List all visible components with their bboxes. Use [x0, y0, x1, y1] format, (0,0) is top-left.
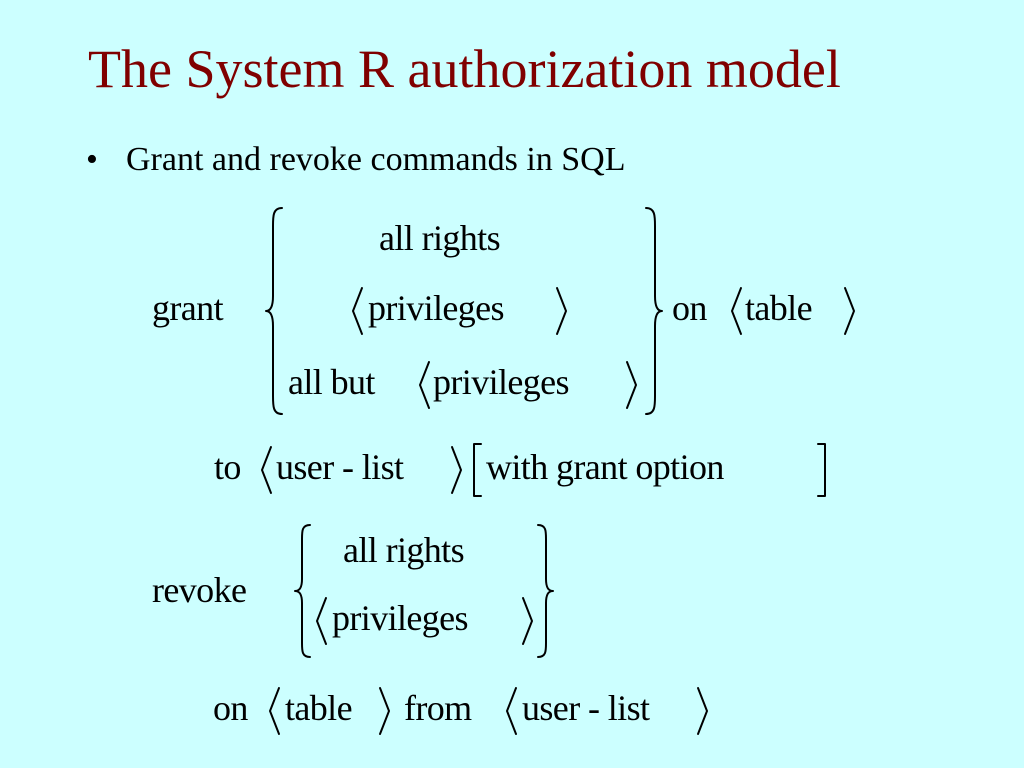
right-angle-bracket [697, 687, 708, 735]
left-angle-bracket [269, 687, 280, 735]
grant-option-all-but: all but [288, 362, 375, 402]
grant-keyword: grant [152, 288, 224, 328]
left-angle-bracket [352, 287, 363, 335]
revoke-on-keyword: on [213, 688, 248, 728]
right-angle-bracket [626, 361, 637, 409]
revoke-right-brace [537, 524, 554, 658]
right-angle-bracket [451, 446, 462, 494]
grant-with-grant-option: with grant option [486, 447, 724, 487]
left-angle-bracket [419, 361, 430, 409]
grant-option-privileges: privileges [368, 288, 505, 328]
right-angle-bracket [522, 597, 533, 645]
grant-table: table [745, 288, 813, 328]
revoke-option-all-rights: all rights [343, 530, 465, 570]
left-angle-bracket [316, 597, 327, 645]
grant-left-brace [265, 207, 283, 415]
revoke-user-list: user - list [522, 688, 650, 728]
revoke-keyword: revoke [152, 570, 247, 610]
revoke-table: table [285, 688, 353, 728]
left-angle-bracket [261, 446, 272, 494]
slide-title: The System R authorization model [88, 39, 841, 99]
right-square-bracket [817, 443, 826, 497]
grant-option-all-but-privileges: privileges [433, 362, 570, 402]
grant-option-all-rights: all rights [379, 218, 501, 258]
revoke-from-keyword: from [404, 688, 472, 728]
bullet-icon: • [86, 141, 98, 178]
grant-user-list: user - list [276, 447, 404, 487]
grant-to-keyword: to [214, 447, 241, 487]
grant-right-brace [645, 207, 663, 415]
left-angle-bracket [731, 287, 742, 335]
right-angle-bracket [556, 287, 567, 335]
bullet-text: Grant and revoke commands in SQL [126, 141, 626, 178]
grant-on-keyword: on [672, 288, 707, 328]
left-angle-bracket [506, 687, 517, 735]
right-angle-bracket [844, 287, 855, 335]
right-angle-bracket [379, 687, 390, 735]
revoke-option-privileges: privileges [332, 598, 469, 638]
revoke-left-brace [294, 524, 311, 658]
bullet-item: • Grant and revoke commands in SQL [86, 143, 626, 177]
left-square-bracket [473, 443, 482, 497]
